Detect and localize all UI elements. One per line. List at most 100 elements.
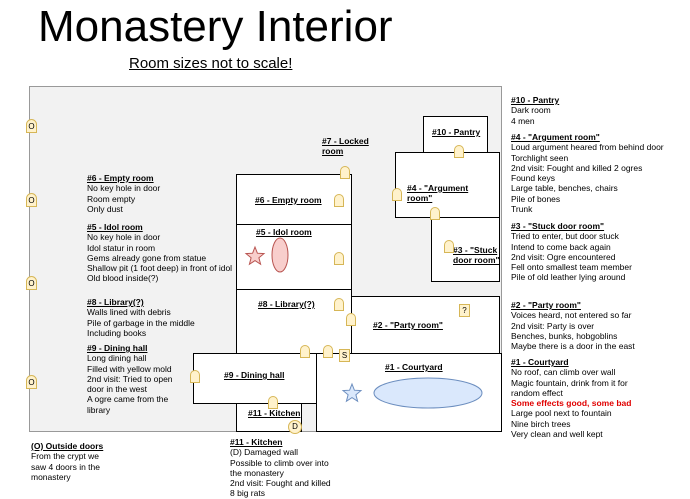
note-line: Voices heard, not entered so far xyxy=(511,310,632,321)
note-heading: #6 - Empty room xyxy=(87,173,154,183)
door-dining-north-1[interactable] xyxy=(300,345,310,358)
note-heading: #11 - Kitchen xyxy=(230,437,283,447)
map-title: Monastery Interior xyxy=(38,2,393,51)
note-line: Possible to climb over into xyxy=(230,457,329,468)
note-line: Magic fountain, drink from it for xyxy=(511,377,628,388)
note-line: Large pool next to fountain xyxy=(511,408,612,419)
idol-star-icon xyxy=(244,245,266,266)
door-stuck-room[interactable] xyxy=(444,240,454,253)
room-3-stuck-door[interactable] xyxy=(431,217,500,282)
note-line: (D) Damaged wall xyxy=(230,447,299,458)
room-label-8: #8 - Library(?) xyxy=(258,299,315,309)
fountain-star-icon xyxy=(341,382,363,403)
note-line: Filled with yellow mold xyxy=(87,363,172,374)
unknown-door-marker[interactable]: ? xyxy=(459,304,470,317)
note-heading: #5 - Idol room xyxy=(87,222,143,232)
room-label-7: #7 - Locked room xyxy=(322,136,369,156)
note-dining-hall: #9 - Dining hall Long dining hall Filled… xyxy=(87,343,173,415)
note-line: Dark room xyxy=(511,105,551,116)
note-line: 2nd visit: Tried to open xyxy=(87,373,173,384)
room-8-library[interactable] xyxy=(236,289,352,354)
door-locked-room[interactable] xyxy=(340,166,350,179)
note-line: Walls lined with debris xyxy=(87,307,171,318)
room-2-party[interactable] xyxy=(351,296,500,354)
note-line: A ogre came from the xyxy=(87,394,169,405)
note-empty-room: #6 - Empty room No key hole in door Room… xyxy=(87,173,160,214)
note-line: No key hole in door xyxy=(87,183,161,194)
pool-icon xyxy=(373,377,483,409)
door-argument-west[interactable] xyxy=(392,188,402,201)
note-heading: #3 - "Stuck door room" xyxy=(511,221,605,231)
shallow-pit-icon xyxy=(271,237,289,273)
note-heading: (O) Outside doors xyxy=(31,441,104,451)
note-line: Nine birch trees xyxy=(511,418,571,429)
note-line: Found keys xyxy=(511,173,555,184)
room-5-idol[interactable] xyxy=(236,224,352,290)
damaged-wall-marker[interactable]: D xyxy=(288,420,302,434)
note-line: Tried to enter, but door stuck xyxy=(511,231,619,242)
door-idol-room[interactable] xyxy=(334,252,344,265)
note-heading: #9 - Dining hall xyxy=(87,343,148,353)
note-library: #8 - Library(?) Walls lined with debris … xyxy=(87,297,195,338)
note-idol-room: #5 - Idol room No key hole in door Idol … xyxy=(87,222,232,284)
note-heading: #4 - "Argument room" xyxy=(511,132,600,142)
room-label-9: #9 - Dining hall xyxy=(224,370,285,380)
room-label-1: #1 - Courtyard xyxy=(385,362,443,372)
door-empty-room[interactable] xyxy=(334,194,344,207)
door-argument-south[interactable] xyxy=(430,207,440,220)
door-dining-west[interactable] xyxy=(190,370,200,383)
note-line: No key hole in door xyxy=(87,232,161,243)
note-heading: #1 - Courtyard xyxy=(511,357,569,367)
note-line: the monastery xyxy=(230,467,284,478)
note-line: random effect xyxy=(511,387,563,398)
note-outside-doors: (O) Outside doors From the crypt we saw … xyxy=(31,441,103,482)
note-line: Old blood inside(?) xyxy=(87,273,159,284)
room-label-11: #11 - Kitchen xyxy=(248,408,301,418)
room-label-5: #5 - Idol room xyxy=(256,227,312,237)
note-line: Torchlight seen xyxy=(511,152,569,163)
outside-door-3[interactable]: O xyxy=(26,276,37,290)
note-line: Very clean and well kept xyxy=(511,429,603,440)
note-line: Including books xyxy=(87,327,147,338)
door-dining-north-2[interactable] xyxy=(323,345,333,358)
note-line: saw 4 doors in the xyxy=(31,461,100,472)
secret-door-marker[interactable]: S xyxy=(339,349,350,362)
note-heading: #10 - Pantry xyxy=(511,95,560,105)
note-line: Shallow pit (1 foot deep) in front of id… xyxy=(87,263,233,274)
note-line: door in the west xyxy=(87,384,148,395)
room-label-6: #6 - Empty room xyxy=(255,195,322,205)
note-party-room: #2 - "Party room" Voices heard, not ente… xyxy=(511,300,635,351)
room-label-3: #3 - "Stuck door room" xyxy=(453,245,500,265)
note-line: monastery xyxy=(31,471,71,482)
note-line: Fell onto smallest team member xyxy=(511,262,632,273)
note-line: Room empty xyxy=(87,193,136,204)
note-line: Only dust xyxy=(87,203,123,214)
note-line: 8 big rats xyxy=(230,488,265,499)
room-label-2: #2 - "Party room" xyxy=(373,320,443,330)
note-argument-room: #4 - "Argument room" Loud argument heare… xyxy=(511,132,664,214)
note-heading: #8 - Library(?) xyxy=(87,297,144,307)
note-kitchen: #11 - Kitchen (D) Damaged wall Possible … xyxy=(230,437,331,499)
note-line: Benches, bunks, hobgoblins xyxy=(511,330,618,341)
door-party-room[interactable] xyxy=(346,313,356,326)
note-pantry: #10 - Pantry Dark room 4 men xyxy=(511,95,559,126)
note-line: Loud argument heared from behind door xyxy=(511,142,664,153)
door-kitchen[interactable] xyxy=(268,396,278,409)
note-heading: #2 - "Party room" xyxy=(511,300,581,310)
note-line: 2nd visit: Ogre encountered xyxy=(511,251,616,262)
door-pantry[interactable] xyxy=(454,145,464,158)
note-line: Long dining hall xyxy=(87,353,147,364)
room-label-10: #10 - Pantry xyxy=(432,127,481,137)
note-line: Intend to come back again xyxy=(511,241,611,252)
outside-door-1[interactable]: O xyxy=(26,119,37,133)
outside-door-2[interactable]: O xyxy=(26,193,37,207)
note-line: Large table, benches, chairs xyxy=(511,183,618,194)
note-stuck-door-room: #3 - "Stuck door room" Tried to enter, b… xyxy=(511,221,632,283)
outside-door-4[interactable]: O xyxy=(26,375,37,389)
note-line: 2nd visit: Party is over xyxy=(511,320,595,331)
door-library[interactable] xyxy=(334,298,344,311)
note-line: Gems already gone from statue xyxy=(87,252,207,263)
note-courtyard: #1 - Courtyard No roof, can climb over w… xyxy=(511,357,631,439)
note-line: No roof, can climb over wall xyxy=(511,367,616,378)
note-line: 2nd visit: Fought and killed 2 ogres xyxy=(511,162,643,173)
